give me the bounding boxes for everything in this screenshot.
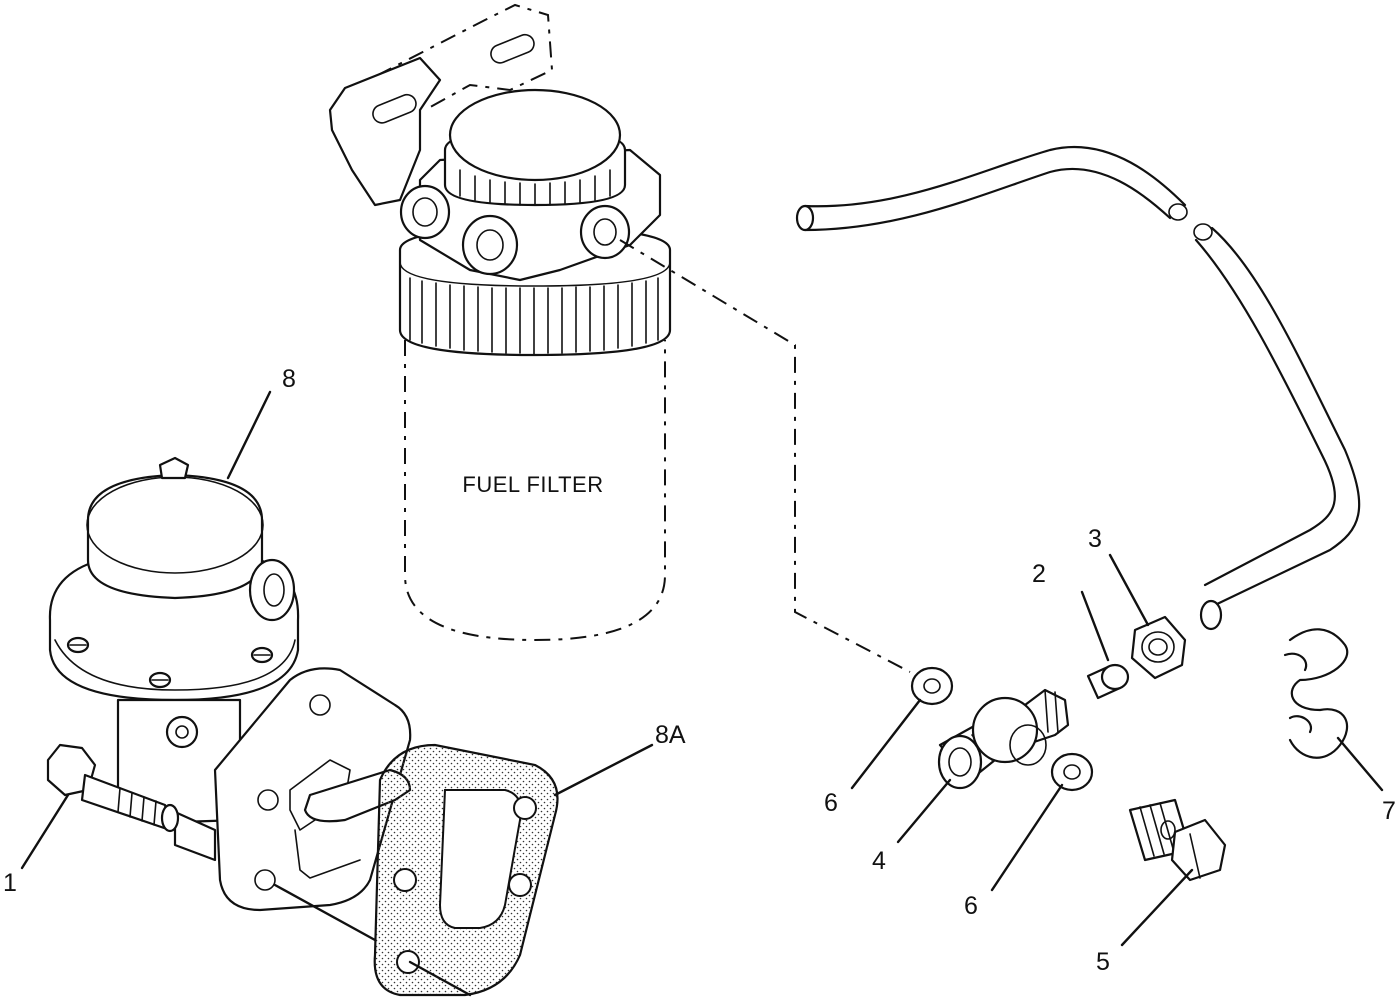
gasket-8a: [373, 743, 559, 997]
filter-port-left: [399, 184, 451, 240]
filter-port-center: [461, 214, 519, 276]
callout-7: 7: [1382, 797, 1396, 825]
callout-8: 8: [282, 365, 296, 393]
callout-2: 2: [1032, 560, 1046, 588]
callout-1: 1: [3, 869, 17, 897]
fuel-filter-label: FUEL FILTER: [462, 472, 603, 497]
callout-6-upper: 6: [824, 789, 838, 817]
fuel-filter: FUEL FILTER: [328, 3, 672, 642]
washer-6-upper: [910, 666, 954, 706]
callout-6-lower: 6: [964, 892, 978, 920]
banjo-bolt-5: [1128, 798, 1227, 882]
bolt-1: [46, 743, 180, 833]
washer-6-lower: [1050, 752, 1094, 792]
fuel-line: [795, 145, 1361, 631]
tee-fitting-4: [937, 688, 1070, 790]
callout-5: 5: [1096, 948, 1110, 976]
fuel-pump-8: [48, 456, 412, 912]
nut-3: [1130, 615, 1187, 680]
leader-lines: [20, 390, 1384, 997]
callout-8a: 8A: [655, 721, 686, 749]
callout-4: 4: [872, 847, 886, 875]
filter-port-right: [579, 204, 631, 260]
clip-7: [1283, 628, 1349, 759]
callout-3: 3: [1088, 525, 1102, 553]
sleeve-2: [1086, 663, 1130, 700]
